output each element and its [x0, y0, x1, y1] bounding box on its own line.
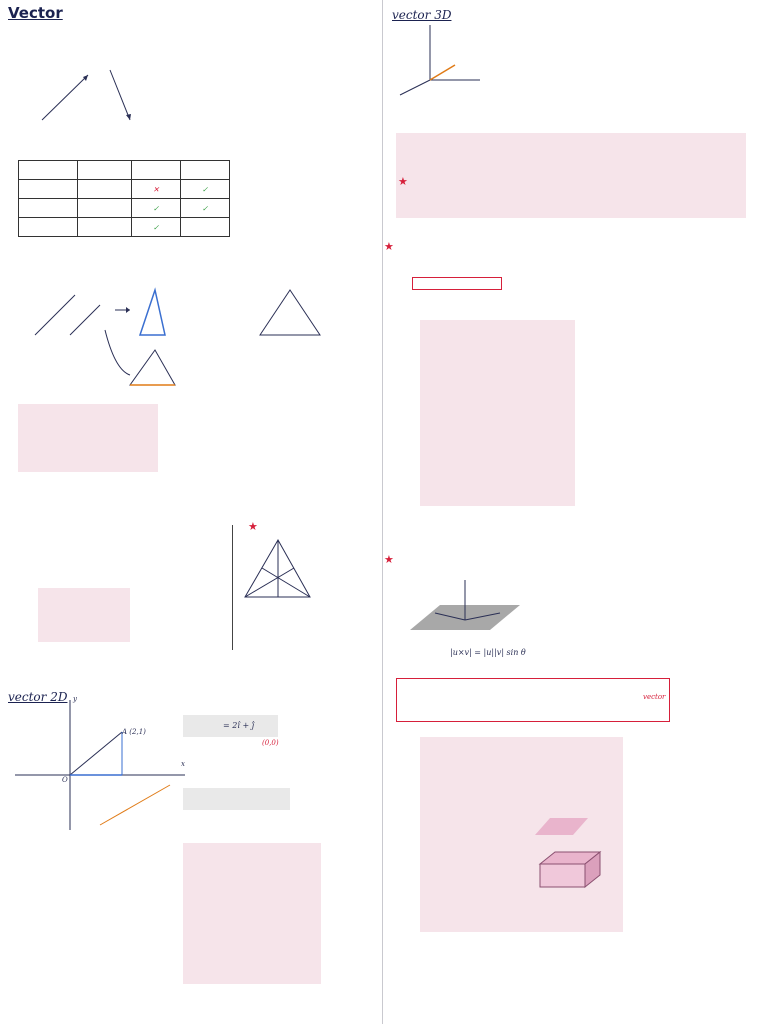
oa-box: = 2î + ĵ: [183, 715, 278, 737]
addition-properties-box: [18, 404, 158, 472]
page-title: Vector: [8, 4, 63, 22]
cross-magnitude: |u×v| = |u||v| sin θ: [450, 648, 526, 657]
vector-3d-axes: [399, 25, 480, 96]
dot-properties-box: [420, 320, 575, 506]
cross-properties-box: [420, 737, 623, 932]
y-axis-label: y: [73, 695, 77, 703]
cross-product-figure: [410, 580, 520, 630]
x-axis-label: x: [181, 760, 185, 768]
dot-formula-box: [412, 277, 502, 290]
cross-result-note: vector: [643, 693, 666, 701]
vector-addition-figure: [34, 287, 321, 386]
column-divider: [382, 0, 383, 1024]
vector-arrows-figure: [41, 69, 131, 121]
scalar-divider: [232, 525, 233, 650]
vector-3d-ops-box: ★: [396, 133, 746, 218]
ops3d-star: ★: [398, 175, 408, 188]
vector-2d-header: vector 2D: [8, 690, 68, 704]
vector-3d-header: vector 3D: [392, 8, 452, 22]
point-a-label: A (2,1): [122, 728, 146, 736]
oa-expr: = 2î + ĵ: [223, 721, 255, 730]
origin-label: O: [62, 776, 68, 784]
cross-determinant-box: vector: [396, 678, 670, 722]
scalar-properties-box: [38, 588, 130, 642]
parallelepiped-figure: [538, 850, 602, 889]
star-marker: ★: [248, 520, 258, 533]
cross-star: ★: [384, 553, 394, 566]
ab-box: [183, 788, 290, 810]
vector-2d-axes: [15, 700, 185, 830]
oa-note: (0,0): [262, 739, 279, 747]
property-table: ✕✓ ✓✓ ✓: [18, 160, 230, 237]
parallelogram-figure: [535, 818, 588, 835]
dot-star: ★: [384, 240, 394, 253]
triangle-centroid-figure: [244, 538, 311, 598]
vector-2d-ops-box: [183, 843, 321, 984]
